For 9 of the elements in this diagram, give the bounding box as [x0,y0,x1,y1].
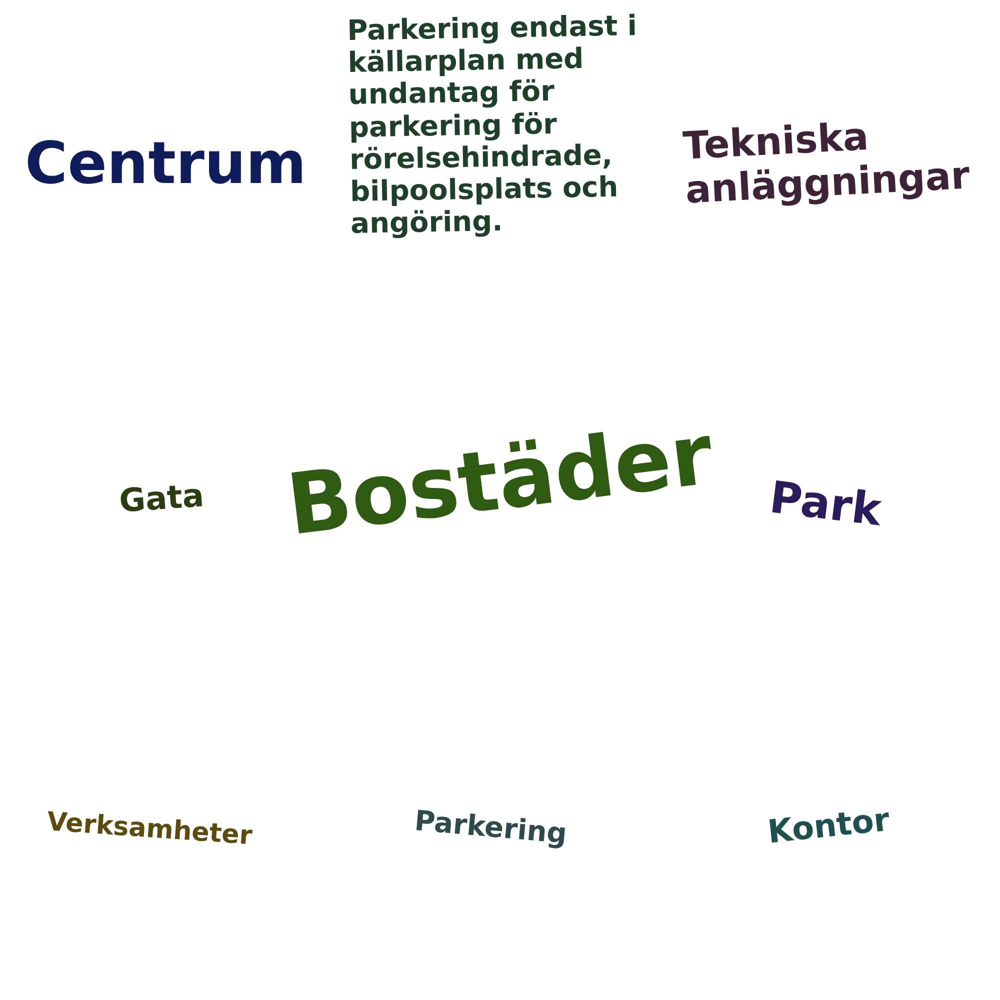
cloud-word: Gata [118,477,206,520]
cloud-word: Tekniska anläggningar [682,113,972,212]
cloud-word: Bostäder [282,406,718,554]
cloud-word: Verksamheter [46,808,254,852]
cloud-word: Parkering [413,805,568,850]
cloud-word: Park [766,473,884,537]
cloud-word: Centrum [25,130,306,197]
cloud-word: Kontor [766,801,892,851]
note-text: Parkering endast i källarplan med undantag för parkering för rörelsehindrade, bilpoolsplats och angöring. [347,10,638,240]
